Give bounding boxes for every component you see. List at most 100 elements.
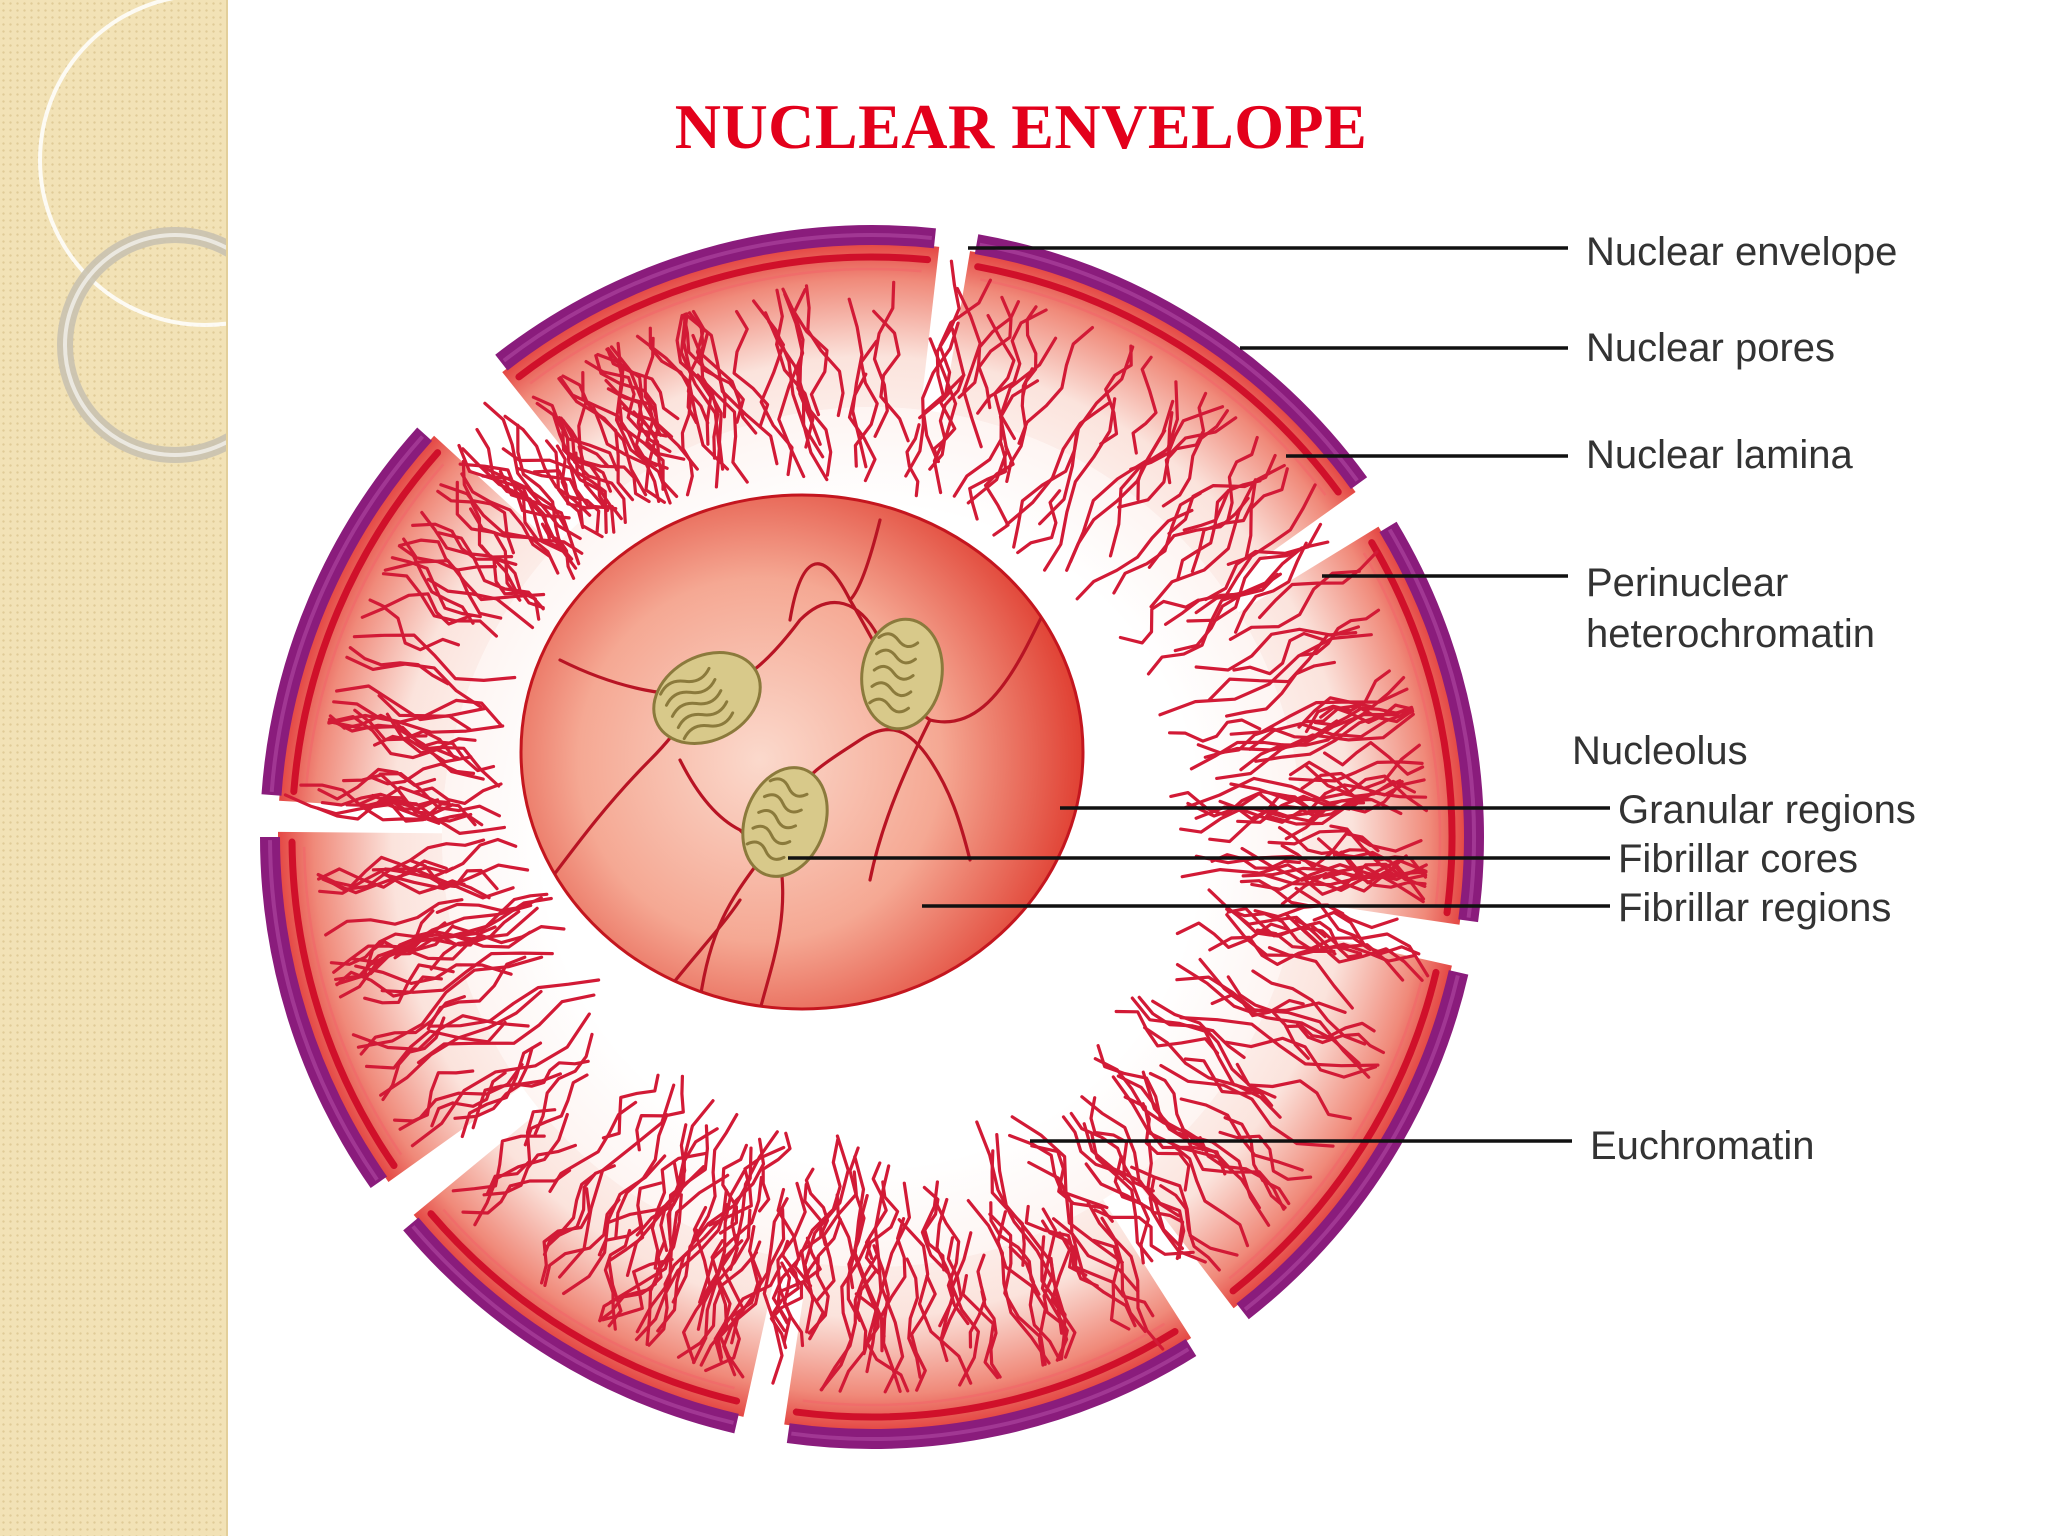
euchromatin-fiber bbox=[597, 1181, 663, 1257]
euchromatin-fiber bbox=[426, 577, 535, 630]
euchromatin-fiber bbox=[781, 287, 822, 446]
envelope-highlight-1 bbox=[502, 233, 932, 363]
euchromatin-fiber bbox=[758, 1131, 792, 1213]
euchromatin-fiber bbox=[1069, 1111, 1155, 1193]
euchromatin-fiber bbox=[606, 347, 665, 491]
slide-title: NUCLEAR ENVELOPE bbox=[674, 91, 1368, 162]
euchromatin-fiber bbox=[762, 1207, 786, 1385]
euchromatin-fiber bbox=[1196, 727, 1316, 755]
euchromatin-fiber bbox=[976, 308, 1048, 415]
euchromatin-fiber bbox=[1228, 569, 1361, 641]
euchromatin-fiber bbox=[555, 444, 601, 535]
euchromatin-fiber bbox=[332, 921, 447, 974]
euchromatin-fiber bbox=[398, 538, 498, 572]
euchromatin-fiber bbox=[872, 280, 896, 438]
euchromatin-fiber bbox=[1234, 541, 1308, 634]
euchromatin-fiber bbox=[1099, 344, 1133, 446]
euchromatin-fiber bbox=[1084, 1162, 1207, 1264]
euchromatin-fiber bbox=[380, 951, 554, 994]
euchromatin-fiber bbox=[1143, 1026, 1282, 1119]
euchromatin-fiber bbox=[872, 309, 910, 443]
euchromatin-fiber bbox=[561, 374, 610, 469]
euchromatin-fiber bbox=[1090, 1131, 1154, 1263]
euchromatin-fiber bbox=[1254, 708, 1414, 763]
nucleolus-strand bbox=[788, 728, 972, 862]
euchromatin-fiber bbox=[803, 1134, 850, 1334]
euchromatin-fiber bbox=[1180, 1127, 1286, 1211]
euchromatin-fiber bbox=[437, 531, 545, 611]
euchromatin-fiber bbox=[377, 694, 503, 727]
euchromatin-fiber bbox=[935, 259, 961, 401]
euchromatin-fiber bbox=[847, 1146, 866, 1290]
decorative-rings bbox=[38, 0, 226, 463]
euchromatin-fiber bbox=[1040, 1207, 1069, 1361]
euchromatin-fiber bbox=[668, 1124, 709, 1241]
euchromatin-fiber bbox=[1080, 1095, 1181, 1218]
euchromatin-fiber bbox=[352, 633, 517, 682]
euchromatin-fiber bbox=[338, 924, 455, 999]
euchromatin-fiber bbox=[410, 1012, 591, 1148]
nuclear-lamina-6 bbox=[427, 1210, 741, 1405]
euchromatin-fiber bbox=[952, 379, 1040, 498]
euchromatin-fiber bbox=[1096, 1044, 1180, 1131]
euchromatin-fiber bbox=[1050, 1231, 1077, 1359]
euchromatin-fiber bbox=[763, 311, 829, 482]
euchromatin-fiber bbox=[535, 401, 612, 493]
nuclear-lamina-3 bbox=[1368, 539, 1456, 917]
euchromatin-fiber bbox=[614, 1113, 669, 1240]
euchromatin-fiber bbox=[1159, 1063, 1335, 1148]
nuclear-lamina-7 bbox=[288, 838, 398, 1170]
euchromatin-fiber bbox=[327, 713, 505, 734]
euchromatin-fiber bbox=[360, 606, 460, 652]
lamina-inner-2 bbox=[980, 278, 1327, 496]
envelope-highlight-4 bbox=[1243, 975, 1460, 1312]
nuclear-lamina-5 bbox=[792, 1328, 1179, 1421]
envelope-segment-6 bbox=[403, 1217, 739, 1434]
euchromatin-fiber bbox=[1164, 391, 1208, 485]
euchromatin-fiber bbox=[409, 859, 499, 891]
euchromatin-fiber bbox=[1040, 1235, 1067, 1361]
euchromatin-fiber bbox=[283, 793, 441, 825]
fibrillar-core-2 bbox=[860, 617, 944, 731]
euchromatin-fiber bbox=[607, 1211, 645, 1328]
euchromatin-fiber bbox=[1179, 1097, 1304, 1172]
euchromatin-fiber bbox=[793, 1182, 823, 1288]
euchromatin-fiber bbox=[935, 1197, 956, 1342]
euchromatin-fiber bbox=[1114, 1009, 1220, 1055]
euchromatin-fiber bbox=[1012, 425, 1081, 549]
euchromatin-fiber bbox=[1086, 1201, 1147, 1333]
euchromatin-fiber bbox=[977, 295, 1013, 410]
euchromatin-fiber bbox=[696, 373, 749, 484]
euchromatin-fiber bbox=[1179, 1016, 1380, 1068]
euchromatin-fiber bbox=[1176, 488, 1231, 582]
nucleolus-strand bbox=[698, 858, 762, 1002]
euchromatin-fiber bbox=[1171, 1144, 1250, 1248]
euchromatin-fiber bbox=[483, 401, 568, 531]
euchromatin-fiber bbox=[955, 287, 983, 449]
euchromatin-fiber bbox=[501, 447, 618, 511]
euchromatin-fiber bbox=[460, 1041, 543, 1139]
envelope-highlight-8 bbox=[269, 435, 425, 793]
euchromatin-fiber bbox=[461, 459, 515, 555]
euchromatin-fiber bbox=[397, 544, 475, 625]
euchromatin-fiber bbox=[983, 444, 1015, 537]
euchromatin-fiber bbox=[1149, 463, 1286, 609]
euchromatin-fiber bbox=[345, 798, 473, 823]
euchromatin-fiber bbox=[596, 352, 663, 437]
lamina-inner-8 bbox=[304, 463, 445, 788]
fibrillar-cores-group bbox=[652, 617, 944, 878]
euchromatin-fiber bbox=[847, 372, 877, 483]
euchromatin-fiber bbox=[989, 1201, 1041, 1296]
euchromatin-fiber bbox=[317, 767, 437, 801]
euchromatin-fiber bbox=[316, 855, 416, 888]
euchromatin-fiber bbox=[1223, 1116, 1291, 1206]
euchromatin-fibers bbox=[283, 259, 1430, 1394]
euchromatin-fiber bbox=[675, 313, 713, 446]
callout-labels: Nuclear envelope Nuclear pores Nuclear l… bbox=[1572, 230, 1916, 1168]
euchromatin-fiber bbox=[1168, 718, 1262, 743]
euchromatin-fiber bbox=[402, 537, 503, 620]
euchromatin-fiber bbox=[1225, 660, 1336, 718]
euchromatin-fiber bbox=[353, 708, 456, 760]
euchromatin-fiber bbox=[1112, 491, 1202, 595]
euchromatin-fiber bbox=[1042, 1256, 1069, 1362]
